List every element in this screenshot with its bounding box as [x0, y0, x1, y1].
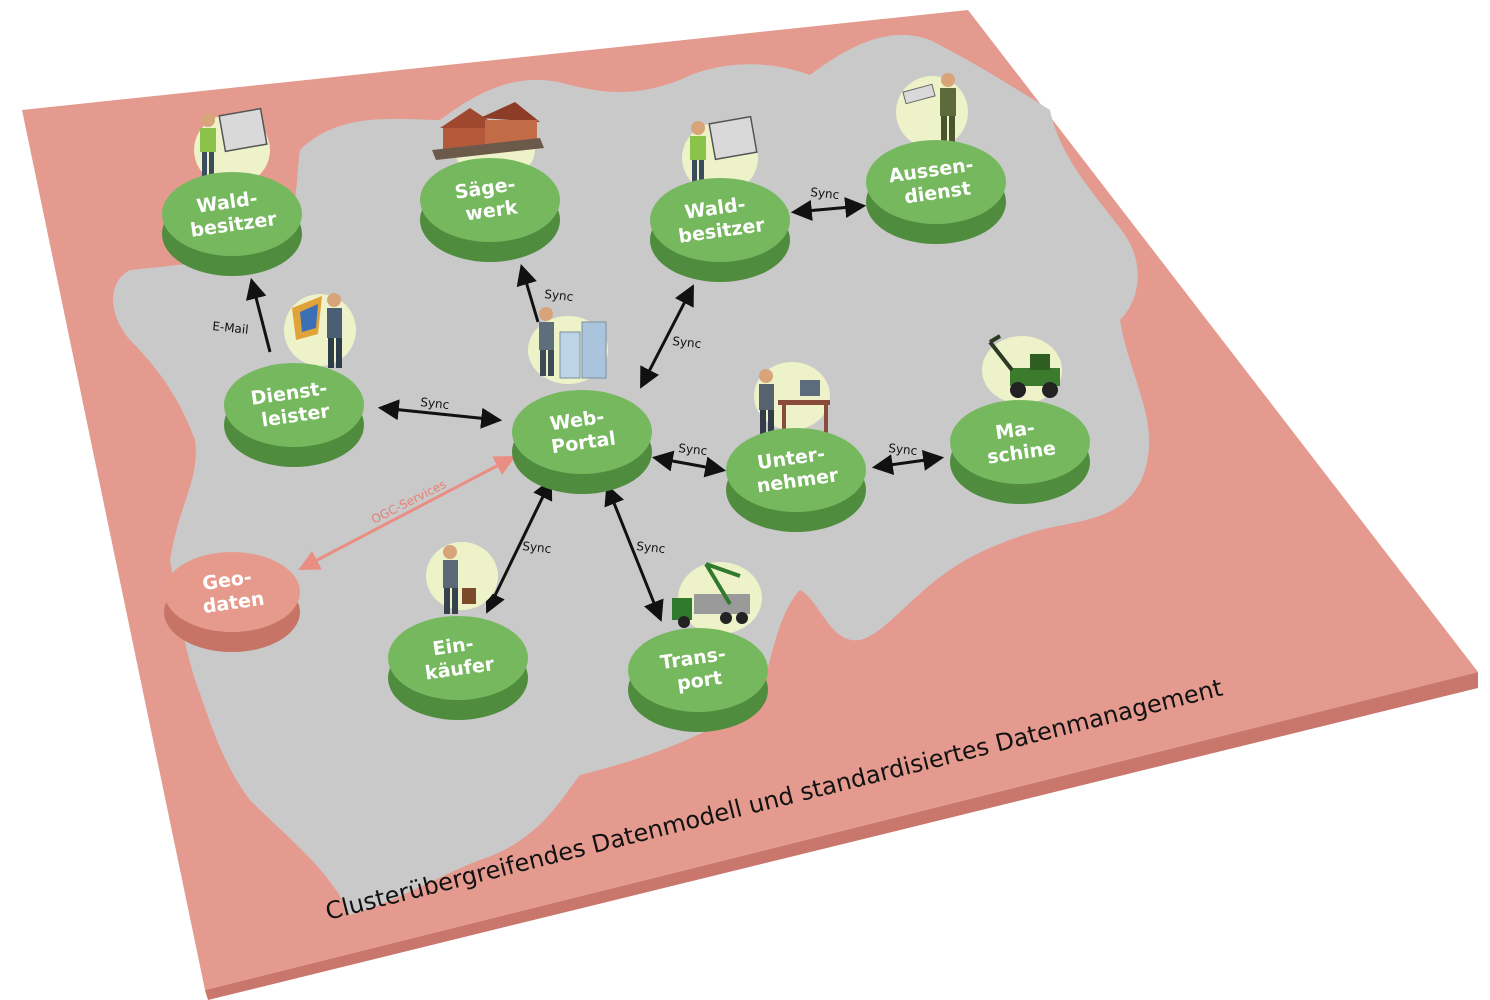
node-webportal[interactable]: Web- Portal [512, 307, 652, 494]
svg-text:Geo- daten: Geo- daten [198, 565, 266, 618]
label-sync-unternehmer: Sync [678, 441, 708, 458]
label-email: E-Mail [212, 319, 250, 337]
node-maschine[interactable]: Ma- schine [950, 334, 1090, 504]
person-with-buildings-icon [528, 307, 608, 384]
node-einkaeufer[interactable]: Ein- käufer [388, 542, 528, 720]
node-dienstleister[interactable]: Dienst- leister [224, 293, 364, 467]
arrow-webportal-einkaeufer [485, 478, 553, 614]
person-with-chart-icon [284, 293, 356, 368]
label-sync-maschine: Sync [888, 441, 918, 458]
arrow-waldbesitzer-aussendienst [790, 197, 867, 221]
svg-text:Web- Portal: Web- Portal [547, 405, 617, 459]
arrow-webportal-transport [604, 484, 664, 622]
node-label-line1: Ma- [994, 417, 1036, 444]
person-with-map-icon [682, 115, 758, 194]
label-sync-waldbesitzer: Sync [672, 334, 702, 351]
arrow-webportal-saegewerk [516, 263, 540, 323]
arrow-unternehmer-maschine [871, 449, 945, 476]
person-with-map-icon [194, 107, 270, 186]
arrow-dienstleister-webportal [377, 399, 503, 429]
label-sync-einkaeufer: Sync [522, 539, 552, 556]
svg-text:Dienst- leister: Dienst- leister [249, 376, 338, 432]
node-waldbesitzer-mid[interactable]: Wald- besitzer [650, 115, 790, 282]
connections [246, 197, 945, 622]
node-aussendienst[interactable]: Aussen- dienst [866, 73, 1006, 244]
buyer-with-bag-icon [426, 542, 498, 614]
svg-text:Wald- besitzer: Wald- besitzer [186, 185, 279, 242]
arrow-webportal-unternehmer [651, 450, 727, 478]
node-unternehmer[interactable]: Unter- nehmer [726, 362, 866, 532]
person-at-desk-icon [754, 362, 830, 440]
svg-text:Ein- käufer: Ein- käufer [420, 630, 496, 684]
node-transport[interactable]: Trans- port [628, 562, 768, 732]
arrow-webportal-waldbesitzer [640, 284, 694, 389]
forester-with-device-icon [896, 73, 968, 148]
board-side [205, 672, 1478, 1000]
arrow-dienstleister-waldbesitzer [246, 277, 272, 353]
svg-text:Säge- werk: Säge- werk [453, 173, 526, 227]
node-saegewerk[interactable]: Säge- werk [420, 102, 560, 262]
label-sync-dienstleister: Sync [420, 395, 450, 412]
arrow-geodaten-webportal [298, 456, 516, 570]
label-sync-saegewerk: Sync [544, 287, 574, 304]
harvester-icon [982, 334, 1062, 404]
node-waldbesitzer-left[interactable]: Wald- besitzer [162, 107, 302, 276]
label-sync-transport: Sync [636, 539, 666, 556]
label-sync-aussendienst: Sync [810, 185, 840, 202]
node-geodaten[interactable]: Geo- daten [164, 552, 300, 652]
timber-truck-icon [672, 562, 762, 634]
